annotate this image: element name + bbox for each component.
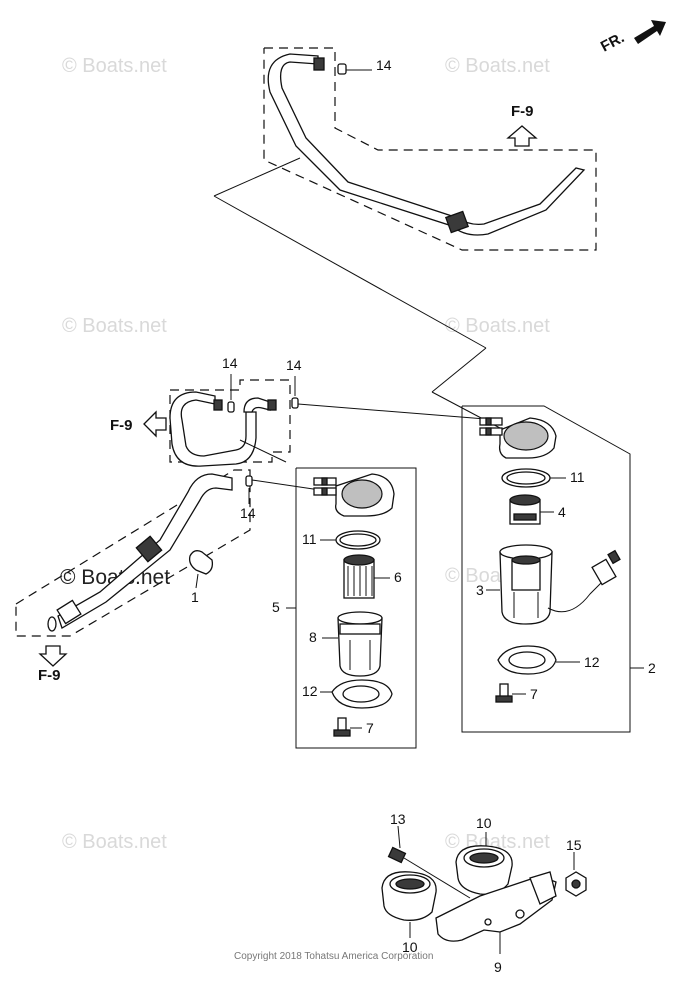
watermark-layer: © Boats.net © Boats.net © Boats.net © Bo… bbox=[60, 55, 550, 853]
front-label: FR. bbox=[598, 29, 627, 55]
up-arrow-icon bbox=[506, 125, 538, 147]
fuel-filter-assembly-2: 2 11 4 3 12 bbox=[461, 405, 656, 733]
watermark: © Boats.net bbox=[62, 55, 167, 77]
callout-4: 4 bbox=[558, 504, 566, 520]
callout-14: 14 bbox=[222, 355, 238, 371]
callout-10: 10 bbox=[402, 939, 418, 955]
lower-fuel-hose-group: 14 1 bbox=[15, 469, 321, 637]
callout-10: 10 bbox=[476, 815, 492, 831]
callout-11: 11 bbox=[570, 469, 585, 485]
callout-5: 5 bbox=[272, 599, 280, 615]
callout-14: 14 bbox=[240, 505, 256, 521]
callout-3: 3 bbox=[476, 582, 484, 598]
reference-label: F-9 bbox=[38, 667, 61, 684]
watermark: © Boats.net bbox=[445, 55, 550, 77]
callout-14: 14 bbox=[376, 57, 392, 73]
left-arrow-icon bbox=[143, 410, 167, 438]
fuel-filter-assembly-5: 5 11 6 8 12 bbox=[272, 467, 417, 749]
callout-9: 9 bbox=[494, 959, 502, 975]
callout-1: 1 bbox=[191, 589, 199, 605]
callout-7: 7 bbox=[366, 720, 374, 736]
callout-12: 12 bbox=[584, 654, 600, 670]
copyright-notice: Copyright 2018 Tohatsu America Corporati… bbox=[234, 951, 433, 962]
reference-arrow-left: F-9 bbox=[110, 410, 167, 438]
callout-13: 13 bbox=[390, 811, 406, 827]
callout-11: 11 bbox=[302, 531, 317, 547]
watermark: © Boats.net bbox=[62, 315, 167, 337]
reference-arrow-up: F-9 bbox=[506, 103, 538, 147]
watermark: © Boats.net bbox=[445, 315, 550, 337]
callout-6: 6 bbox=[394, 569, 402, 585]
watermark: © Boats.net bbox=[62, 831, 167, 853]
upper-fuel-hose-group: 14 bbox=[213, 47, 597, 429]
callout-7: 7 bbox=[530, 686, 538, 702]
down-arrow-icon bbox=[38, 645, 68, 667]
callout-2: 2 bbox=[648, 660, 656, 676]
callout-14: 14 bbox=[286, 357, 302, 373]
upper-fuel-hose bbox=[267, 53, 586, 236]
bracket-assembly: 13 10 10 9 15 bbox=[381, 811, 587, 975]
front-arrow-icon bbox=[634, 20, 666, 44]
reference-arrow-down: F-9 bbox=[38, 645, 68, 684]
callout-12: 12 bbox=[302, 683, 318, 699]
reference-label: F-9 bbox=[511, 103, 534, 120]
lower-fuel-hose bbox=[57, 473, 233, 629]
front-direction-marker: FR. bbox=[598, 20, 666, 56]
callout-15: 15 bbox=[566, 837, 582, 853]
callout-8: 8 bbox=[309, 629, 317, 645]
reference-label: F-9 bbox=[110, 417, 133, 434]
middle-hose-group: 14 14 bbox=[169, 355, 499, 467]
